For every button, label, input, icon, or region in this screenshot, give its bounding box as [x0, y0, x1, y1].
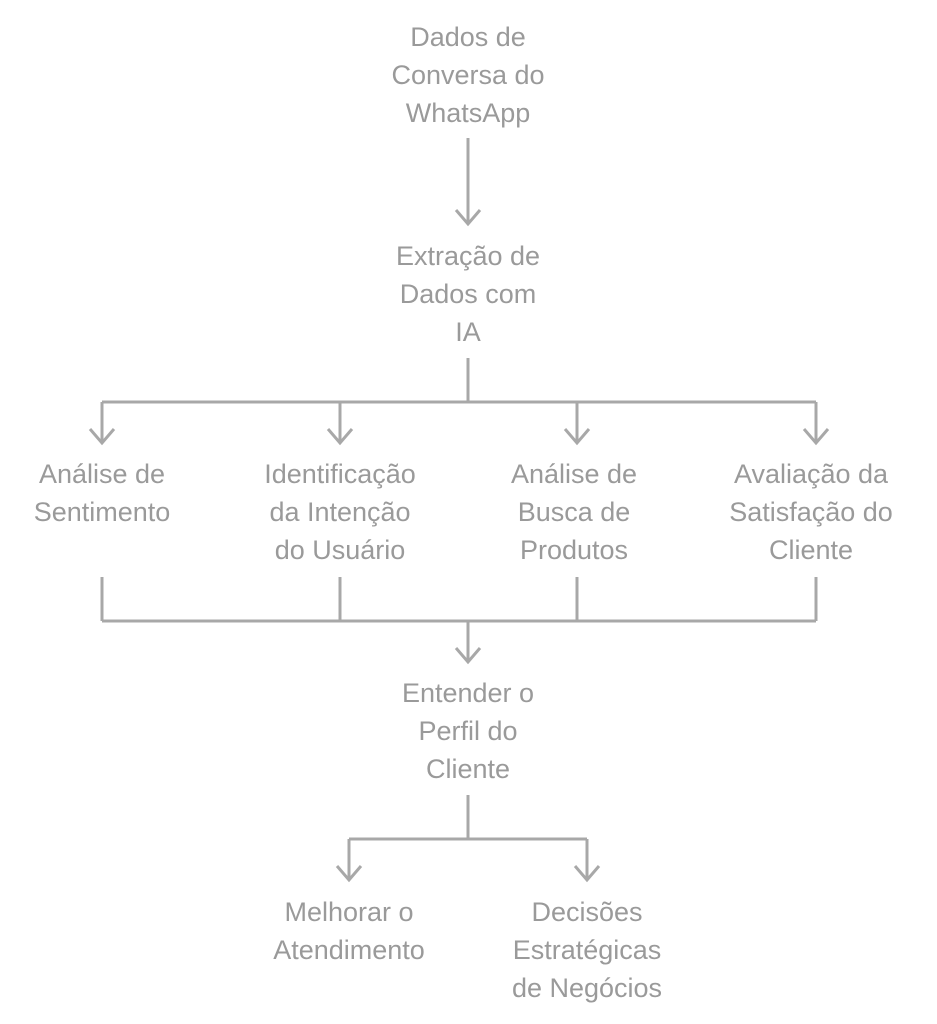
node-service-line-1: Melhorar o [284, 897, 414, 927]
arrowhead-sentiment [88, 428, 116, 446]
node-sentiment-line-1: Análise de [38, 459, 166, 489]
node-product-search-line-2: Busca de [517, 497, 631, 527]
node-product-search-line-3: Produtos [519, 535, 629, 565]
node-product-search: Análise de Busca de Produtos [474, 455, 674, 569]
node-decisions-line-1: Decisões [531, 897, 643, 927]
node-intent-line-2: da Intenção [269, 497, 411, 527]
node-extraction-line-2: Dados com [399, 279, 537, 309]
arrowhead-extraction [454, 209, 482, 227]
node-service-line-2: Atendimento [273, 935, 425, 965]
node-service: Melhorar o Atendimento [249, 893, 449, 969]
node-sentiment: Análise de Sentimento [2, 455, 202, 531]
node-source-line-3: WhatsApp [405, 98, 531, 128]
node-profile-line-1: Entender o [401, 678, 535, 708]
connectors [88, 138, 830, 883]
node-profile-line-3: Cliente [425, 754, 511, 784]
node-decisions-line-2: Estratégicas [512, 935, 662, 965]
node-intent-line-3: do Usuário [274, 535, 406, 565]
node-satisfaction-line-3: Cliente [768, 535, 854, 565]
node-intent: Identificação da Intenção do Usuário [225, 455, 455, 569]
node-extraction-line-1: Extração de [395, 241, 541, 271]
arrowhead-decisions [573, 865, 601, 883]
node-extraction: Extração de Dados com IA [368, 237, 568, 351]
node-source-line-2: Conversa do [391, 60, 545, 90]
node-sentiment-line-2: Sentimento [33, 497, 171, 527]
arrowhead-intent [326, 428, 354, 446]
arrowhead-service [335, 865, 363, 883]
node-decisions-line-3: de Negócios [511, 973, 663, 1003]
node-extraction-line-3: IA [455, 317, 481, 347]
node-profile-line-2: Perfil do [418, 716, 518, 746]
node-product-search-line-1: Análise de [510, 459, 638, 489]
node-decisions: Decisões Estratégicas de Negócios [477, 893, 697, 1007]
node-intent-line-1: Identificação [264, 459, 416, 489]
arrowhead-profile [454, 647, 482, 665]
node-satisfaction-line-1: Avaliação da [733, 459, 889, 489]
node-satisfaction: Avaliação da Satisfação do Cliente [696, 455, 926, 569]
node-source-line-1: Dados de [410, 22, 526, 52]
node-source: Dados de Conversa do WhatsApp [368, 18, 568, 132]
node-satisfaction-line-2: Satisfação do [729, 497, 893, 527]
node-profile: Entender o Perfil do Cliente [368, 674, 568, 788]
arrowhead-satisfaction [802, 428, 830, 446]
arrowhead-product-search [563, 428, 591, 446]
